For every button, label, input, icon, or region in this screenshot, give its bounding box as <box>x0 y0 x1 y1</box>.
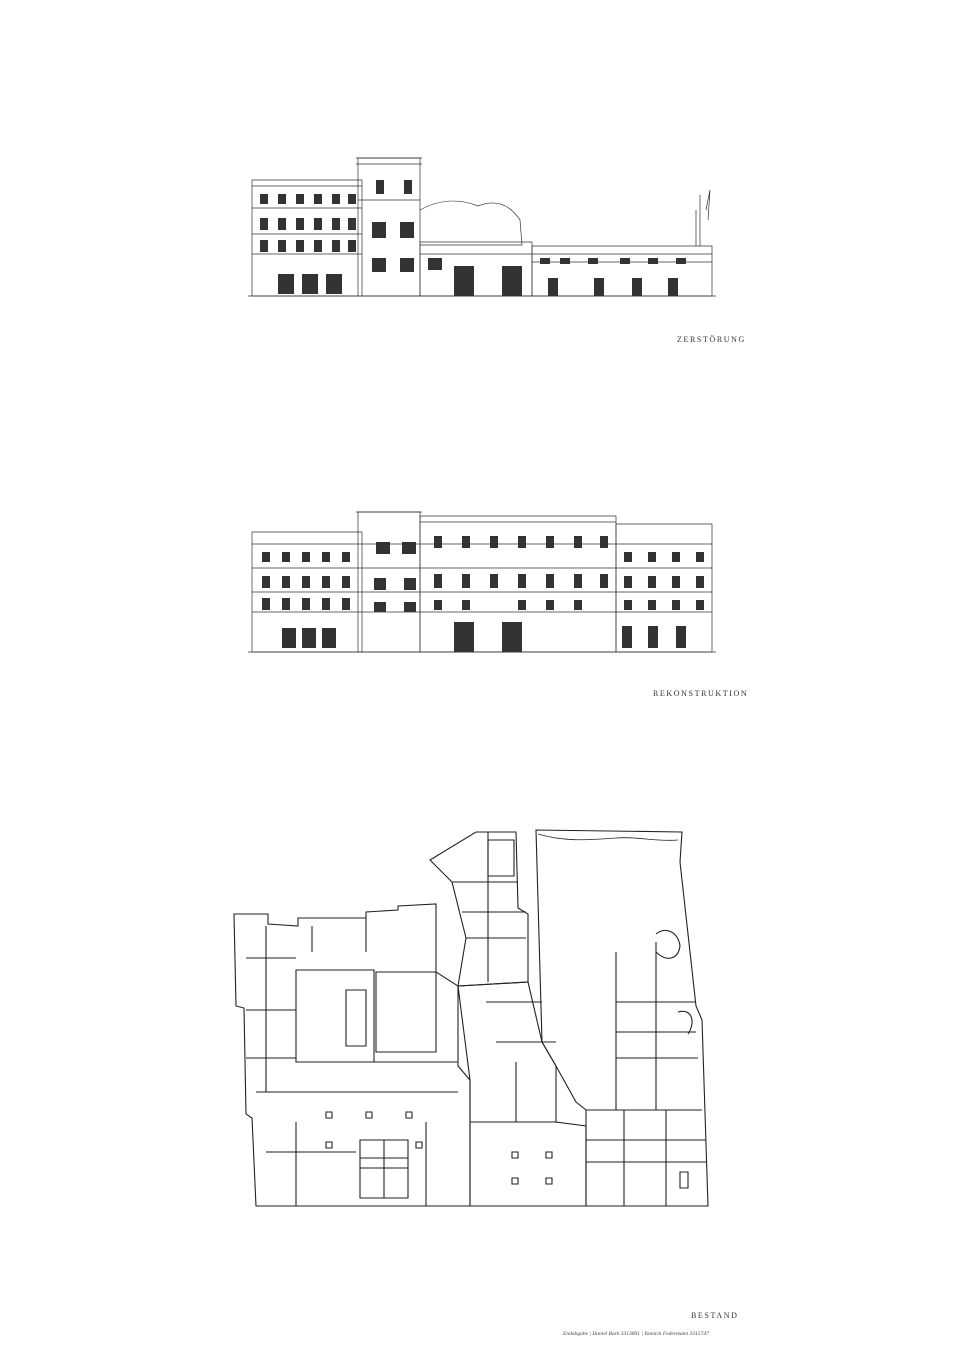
floor-plan-label: BESTAND <box>691 1311 739 1320</box>
credits-footer: Endabgabe | Daniel Bark 3313891 | Yannic… <box>563 1331 709 1337</box>
elevation-reconstruction-drawing <box>248 508 716 658</box>
floor-plan-drawing <box>226 822 720 1214</box>
elevation-reconstruction-label: REKONSTRUKTION <box>653 689 749 698</box>
elevation-destruction-drawing <box>248 150 716 320</box>
elevation-destruction-label: ZERSTÖRUNG <box>677 335 746 344</box>
